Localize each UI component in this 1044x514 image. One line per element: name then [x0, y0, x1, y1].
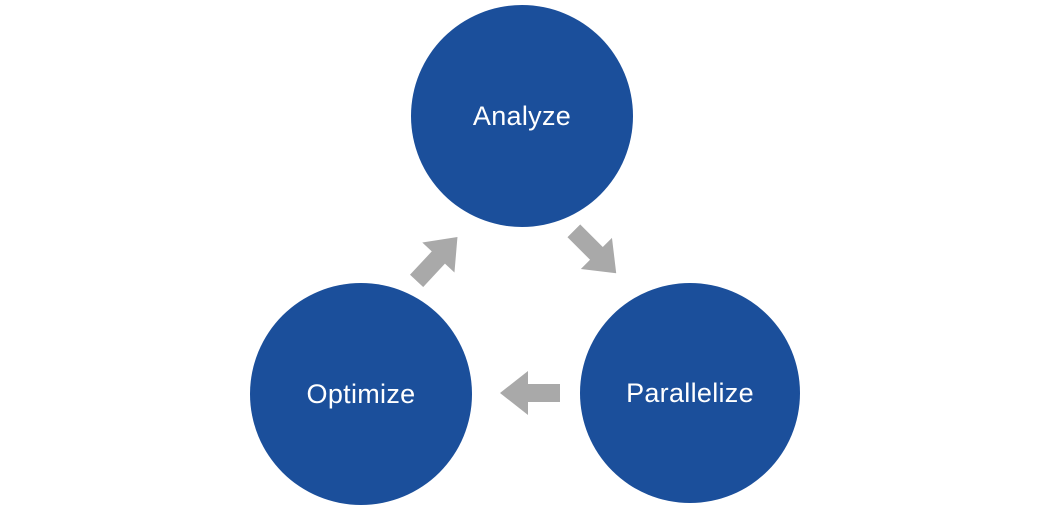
node-parallelize-label: Parallelize — [626, 377, 754, 408]
node-optimize: Optimize — [250, 283, 472, 505]
node-analyze-label: Analyze — [472, 100, 572, 131]
arrow-optimize-to-analyze-icon — [400, 221, 475, 296]
node-analyze: Analyze — [411, 5, 633, 227]
node-parallelize: Parallelize — [580, 283, 800, 503]
arrow-analyze-to-parallelize-icon — [558, 215, 633, 290]
node-optimize-label: Optimize — [306, 378, 416, 409]
arrow-parallelize-to-optimize-icon — [500, 370, 560, 416]
